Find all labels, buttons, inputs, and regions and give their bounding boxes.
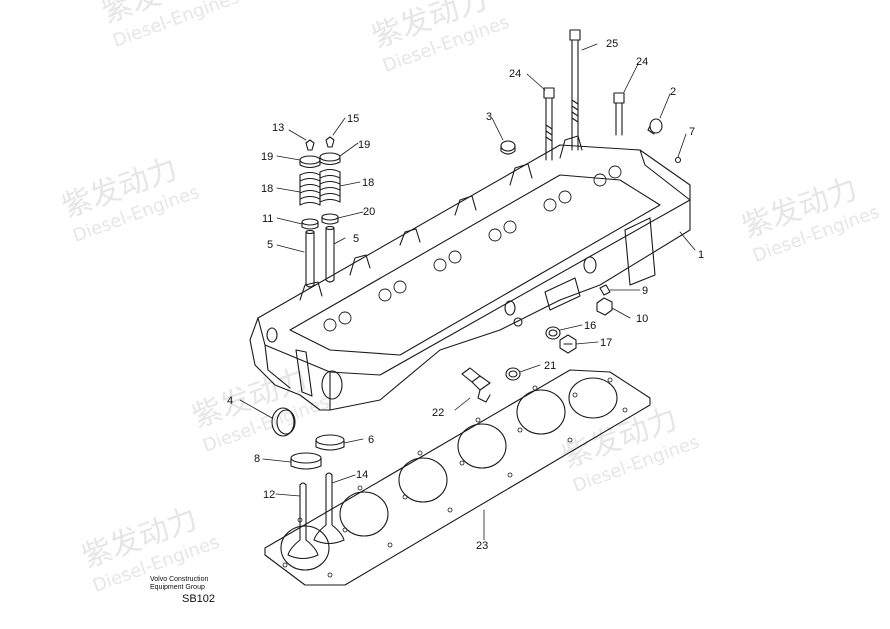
seal-ring — [271, 407, 296, 437]
sensor — [461, 367, 491, 403]
head-gasket — [264, 369, 651, 586]
callout-19a: 19 — [261, 151, 273, 163]
callout-5b: 5 — [353, 233, 359, 245]
callout-12: 12 — [263, 489, 275, 501]
cylinder-head — [249, 135, 691, 411]
valve-port-array — [323, 165, 622, 332]
valve-train-right — [319, 136, 341, 283]
footer-company: Volvo Construction — [150, 576, 209, 583]
footer-code: SB102 — [182, 593, 216, 605]
callout-18a: 18 — [261, 183, 273, 195]
washer — [545, 326, 561, 340]
gasket-holes — [282, 377, 628, 578]
callout-17: 17 — [600, 337, 612, 349]
callout-5a: 5 — [267, 239, 273, 251]
callout-7: 8 — [254, 453, 260, 465]
callout-4: 4 — [227, 395, 233, 407]
callout-24b: 24 — [636, 56, 648, 68]
watermark-2: 紫发动力 Diesel-Engines — [367, 0, 512, 77]
footer-group: Equipment Group — [150, 584, 205, 591]
callout-3: 3 — [486, 111, 492, 123]
watermark-4: 紫发动力 Diesel-Engines — [737, 171, 882, 267]
callout-6: 6 — [368, 434, 374, 446]
watermark-1: 紫发动力 Diesel-Engines — [97, 0, 242, 52]
callout-14: 14 — [356, 469, 368, 481]
leader-lines — [239, 43, 696, 541]
exhaust-valve — [313, 472, 345, 545]
head-bolt-short-right — [613, 92, 625, 136]
watermark-3: 紫发动力 Diesel-Engines — [57, 151, 202, 247]
callout-1: 1 — [698, 249, 704, 261]
watermark-5: 紫发动力 Diesel-Engines — [187, 361, 332, 457]
valve-train-left — [299, 139, 321, 288]
watermark-layer: 紫发动力 Diesel-Engines 紫发动力 Diesel-Engines … — [57, 0, 882, 597]
dowel-pin — [674, 156, 682, 164]
valve-seat-insert — [315, 434, 345, 451]
callout-labels: 25 24 24 2 3 7 13 15 19 19 18 18 11 20 5… — [227, 38, 704, 552]
callout-22: 22 — [432, 407, 444, 419]
drain-plug — [559, 334, 577, 354]
callout-9: 9 — [642, 285, 648, 297]
plug-hex — [596, 297, 613, 316]
callout-16: 16 — [584, 320, 596, 332]
callout-13: 13 — [272, 122, 284, 134]
callout-19b: 19 — [358, 139, 370, 151]
callout-20: 20 — [363, 206, 375, 218]
callout-8: 7 — [689, 126, 695, 138]
head-bolt-short-left — [543, 87, 555, 161]
callout-24a: 24 — [509, 68, 521, 80]
intake-valve — [287, 482, 319, 560]
callout-2: 2 — [670, 86, 676, 98]
head-bolt-long — [569, 29, 581, 151]
valve-seat-insert-2 — [290, 452, 322, 470]
callout-10: 10 — [636, 313, 648, 325]
callout-23: 23 — [476, 540, 488, 552]
plug-small — [599, 284, 611, 296]
sealing-ring — [505, 367, 521, 381]
cup-plug — [500, 140, 516, 155]
callout-25: 25 — [606, 38, 618, 50]
callout-18b: 18 — [362, 177, 374, 189]
callout-15: 15 — [347, 113, 359, 125]
callout-21: 21 — [544, 360, 556, 372]
expansion-plug — [647, 118, 663, 135]
callout-11: 11 — [262, 213, 273, 225]
